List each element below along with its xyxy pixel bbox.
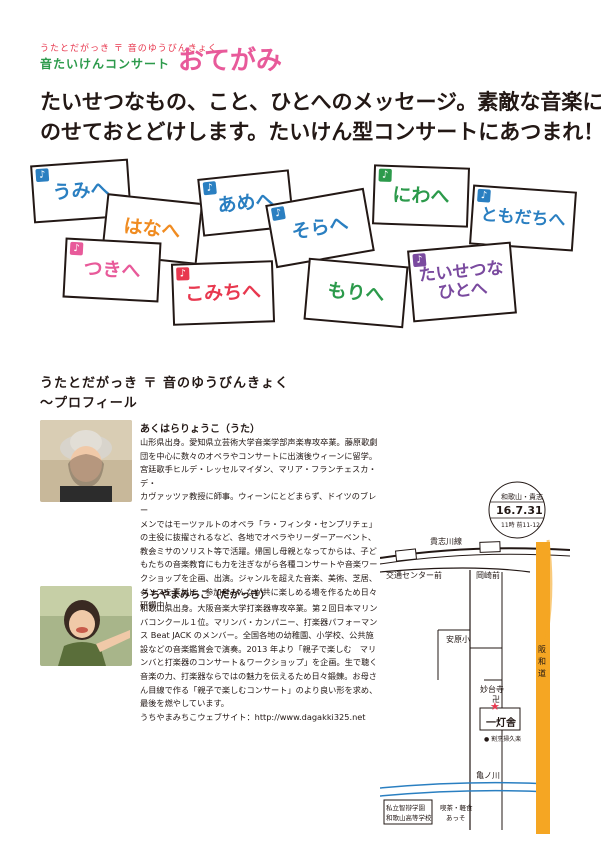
letter-card: ♪ ともだちへ bbox=[469, 184, 577, 252]
profile-title-line-2: ～プロフィール bbox=[40, 396, 138, 411]
headline-line-1: たいせつなもの、こと、ひとへのメッセージ。素敵な音楽に bbox=[40, 90, 601, 114]
bio-line: 山形県出身。愛知県立芸術大学音楽学部声楽専攻卒業。藤原歌劇 bbox=[140, 437, 378, 447]
school-label-1: 私立智辯学園 bbox=[386, 804, 425, 812]
bio-line: 和歌山県出身。大阪音楽大学打楽器専攻卒業。第２回日本マリン bbox=[140, 603, 378, 613]
bio-line: 教会ミサのソリスト等で活躍。帰国し母親となってからは、子ど bbox=[140, 545, 377, 556]
venue-label: 一灯舎 bbox=[486, 718, 516, 729]
percussionist-photo bbox=[40, 586, 132, 666]
card-label: そらへ bbox=[289, 211, 350, 244]
bio-line: クショップを企画、出演。ジャンルを超えた音楽、美術、芝居、 bbox=[140, 572, 378, 583]
bio-line: ンバと打楽器のコンサート＆ワークショップ」を企画。生で聴く bbox=[140, 657, 378, 668]
bio-line: の主役に抜擢されるなど、各地でオペラやリーダーアーベント、 bbox=[140, 532, 377, 543]
letter-card: ♪ こみちへ bbox=[170, 260, 276, 326]
person-bio: 山形県出身。愛知県立芸術大学音楽学部声楽専攻卒業。藤原歌劇 団を中心に数々のオペ… bbox=[140, 436, 380, 613]
railway-label: 貴志川線 bbox=[430, 537, 462, 546]
cafe-label-1: 喫茶・軽食 bbox=[440, 804, 473, 812]
station-2: 岡崎前 bbox=[476, 571, 500, 580]
bio-line: カヴァッツァ教授に師事。ウィーンにとどまらず、ドイツのブレー bbox=[140, 491, 377, 515]
bio-line: 音楽の力、打楽器ならではの魅力を伝えるため日々鍛錬。お母さ bbox=[140, 670, 377, 681]
postmark-bottom: 11時 前11-12 bbox=[501, 522, 540, 529]
letter-card: ♪ にわへ bbox=[371, 164, 471, 228]
bio-line: 宮廷歌手ヒルデ・レッセルマイダン、マリア・フランチェスカ・デ・ bbox=[140, 464, 377, 488]
temple-label: 妙台寺 bbox=[480, 685, 504, 694]
card-label: もりへ bbox=[326, 279, 386, 306]
page-title: おてがみ bbox=[178, 46, 283, 76]
river-label: 亀ノ川 bbox=[476, 771, 500, 780]
access-map: 和歌山・貴志 16.7.31 11時 前11-12 貴志川線 交通センター前 岡… bbox=[380, 480, 570, 840]
bio-line: メンではモーツァルトのオペラ「ラ・フィンタ・センプリチェ」 bbox=[140, 518, 377, 529]
bio-line: うちやまみちこウェブサイト：http://www.dagakki325.net bbox=[140, 711, 366, 722]
card-label: にわへ bbox=[392, 183, 450, 208]
letter-card: もりへ bbox=[303, 257, 409, 329]
bio-line: 最後を燃やしています。 bbox=[140, 698, 229, 709]
school-label-2: 和歌山高等学校 bbox=[386, 814, 432, 822]
person-bio: 和歌山県出身。大阪音楽大学打楽器専攻卒業。第２回日本マリン バコンクール１位。マ… bbox=[140, 602, 380, 724]
bio-line: ん目線で作る「親子で楽しむコンサート」のより良い形を求め、 bbox=[140, 684, 378, 695]
road-label: 阪和道 bbox=[538, 645, 546, 678]
venue-sub: ● 割烹掃久楽 bbox=[484, 736, 522, 743]
venue-star-icon: ★ bbox=[490, 700, 500, 713]
bio-line: 団を中心に数々のオペラやコンサートに出演後ウィーンに留学。 bbox=[140, 450, 378, 461]
header-pre-title: うたとだがっき 〒 音のゆうびんきょく bbox=[40, 44, 218, 54]
postmark-date: 16.7.31 bbox=[496, 504, 543, 517]
card-label-line-2: ひとへ bbox=[437, 278, 489, 304]
bio-line: もたちの音楽教育にも力を注ぎながら各種コンサートや音楽ワー bbox=[140, 559, 378, 570]
bio-line: 研鑽中！ bbox=[140, 600, 173, 611]
temple-mark: 卍 bbox=[492, 695, 500, 704]
cafe-label-2: あっそ bbox=[446, 814, 466, 822]
singer-photo bbox=[40, 420, 132, 502]
card-label: こみちへ bbox=[184, 280, 262, 305]
person-name: うちやまみちこ（だがっき） bbox=[140, 590, 270, 601]
person-name: あくはらりょうこ（うた） bbox=[140, 424, 260, 435]
bio-line: ダンスを素材に、参加者みんなが共に楽しめる場を作るため日々 bbox=[140, 586, 378, 597]
postmark-top: 和歌山・貴志 bbox=[501, 493, 543, 501]
station-3: 安原小 bbox=[446, 635, 470, 644]
bio-line: 設などの音楽鑑賞会で演奏。2013 年より「親子で楽しむ マリ bbox=[140, 643, 377, 654]
card-label: ともだちへ bbox=[479, 204, 567, 231]
station-1: 交通センター前 bbox=[386, 571, 442, 580]
card-label: たいせつな ひとへ bbox=[409, 244, 515, 320]
letter-card: ♪ たいせつな ひとへ bbox=[407, 241, 517, 323]
bio-line: ス Beat JACK のメンバー。全国各地の幼稚園、小学校、公共施 bbox=[140, 630, 374, 641]
profile-title-line-1: うたとだがっき 〒 音のゆうびんきょく bbox=[40, 376, 290, 391]
letter-card: ♪ つきへ bbox=[62, 237, 162, 303]
header-subtitle: 音たいけんコンサート bbox=[40, 57, 171, 71]
bio-line: バコンクール１位。マリンバ・カンパニー、打楽器パフォーマン bbox=[140, 616, 378, 627]
card-label: つきへ bbox=[82, 257, 142, 283]
headline-line-2: のせておとどけします。たいけん型コンサートにあつまれ！ bbox=[40, 120, 601, 144]
